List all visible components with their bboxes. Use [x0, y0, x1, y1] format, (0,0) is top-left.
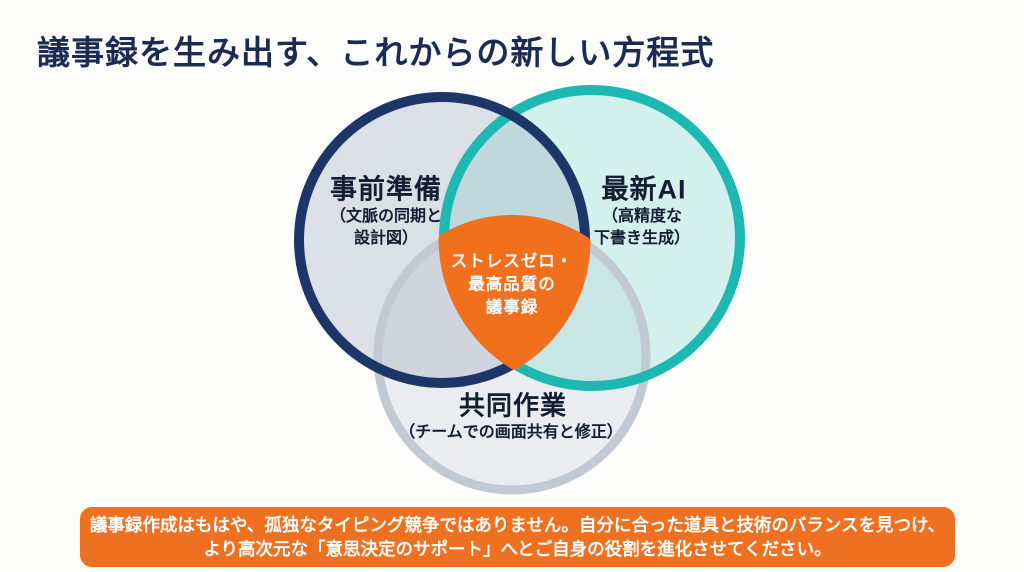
preparation-sublabel-line2: 設計図） [353, 230, 419, 247]
footer-banner-line1: 議事録作成はもはや、孤独なタイピング競争ではありません。自分に合った道具と技術の… [89, 515, 946, 535]
latest-ai-label: 最新AI [601, 174, 687, 205]
footer-banner-line2: より高次元な「意思決定のサポート」へとご自身の役割を進化させてください。 [203, 539, 832, 559]
collaboration-label: 共同作業 [458, 390, 568, 421]
page-title: 議事録を生み出す、これからの新しい方程式 [37, 34, 715, 71]
latest-ai-sublabel-line2: 下書き生成） [593, 230, 691, 247]
venn-center-label-line3: 議事録 [485, 298, 539, 317]
latest-ai-sublabel-line1: （高精度な [601, 208, 683, 225]
venn-center-label-line1: ストレスゼロ・ [450, 252, 574, 271]
preparation-sublabel-line1: （文脈の同期と [329, 208, 443, 225]
venn-center-label-line2: 最高品質の [468, 275, 556, 294]
latest-ai-sublabel: （高精度な 下書き生成） [594, 206, 690, 250]
footer-banner: 議事録作成はもはや、孤独なタイピング競争ではありません。自分に合った道具と技術の… [80, 507, 955, 567]
venn-center-label: ストレスゼロ・ 最高品質の 議事録 [451, 251, 574, 320]
preparation-label: 事前準備 [330, 174, 442, 205]
venn-center-intersection [438, 214, 591, 370]
collaboration-sublabel: （チームでの画面共有と修正） [399, 424, 623, 441]
preparation-sublabel: （文脈の同期と 設計図） [330, 206, 442, 250]
